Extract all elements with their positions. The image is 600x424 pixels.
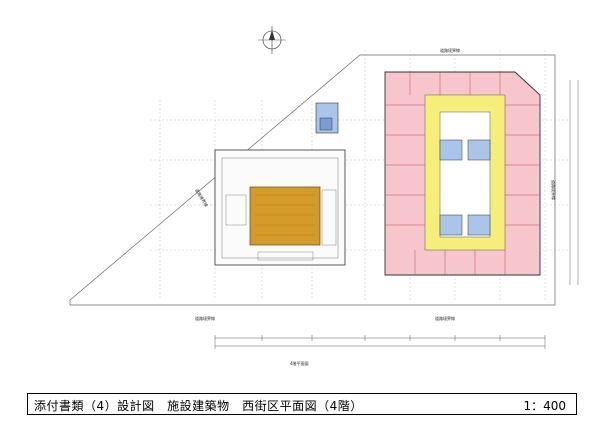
road-label-east: 道路境界線 <box>551 180 557 200</box>
drawing-scale: 1：400 <box>523 399 566 413</box>
dimension-lines <box>214 80 579 349</box>
road-label-south-left: 道路境界線 <box>195 315 215 321</box>
bottom-note: 4階平面図 <box>290 360 309 366</box>
site-boundary <box>69 54 556 306</box>
small-core-block <box>315 102 339 134</box>
title-block: 添付書類（4）設計図 施設建築物 西街区平面図（4階） 1：400 <box>27 393 577 415</box>
road-label-south-right: 道路境界線 <box>435 315 455 321</box>
north-compass <box>258 26 286 54</box>
west-building <box>214 149 346 266</box>
road-label-north: 道路境界線 <box>440 47 460 53</box>
east-building <box>384 71 541 276</box>
road-label-west: 道路境界線 <box>194 187 210 207</box>
drawing-title: 添付書類（4）設計図 施設建築物 西街区平面図（4階） <box>34 399 363 413</box>
